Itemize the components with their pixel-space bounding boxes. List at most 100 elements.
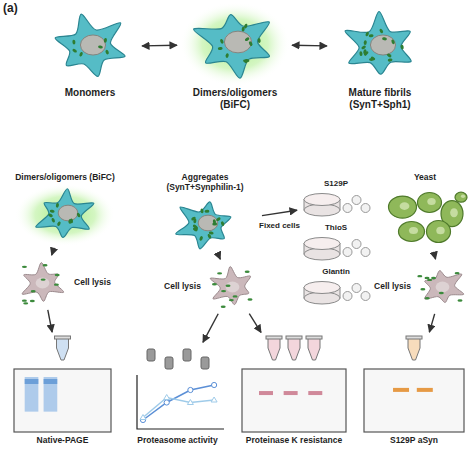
lysed-cell-body xyxy=(22,263,64,302)
node-label: ThioS xyxy=(300,223,372,232)
coverslip xyxy=(343,248,352,257)
yeast-cell xyxy=(418,192,442,212)
released-aggregate xyxy=(221,306,226,308)
band xyxy=(44,379,58,384)
process-arrow xyxy=(249,314,261,333)
lysed-cell-body xyxy=(425,271,464,303)
activity-plot-illustration xyxy=(125,345,230,435)
protein-inclusion xyxy=(242,59,248,64)
protein-inclusion xyxy=(225,53,229,58)
protein-inclusion xyxy=(363,40,367,45)
protein-inclusion xyxy=(359,51,363,56)
released-aggregate xyxy=(54,283,59,285)
band xyxy=(284,391,298,395)
coverslip xyxy=(343,204,352,213)
nucleus xyxy=(198,215,218,231)
lysed-cell-illustration xyxy=(415,262,470,312)
released-aggregate xyxy=(43,264,48,266)
stain-dish: Glantin xyxy=(300,266,372,307)
node-label: Monomers xyxy=(40,87,140,99)
nucleus xyxy=(370,35,395,55)
released-aggregate xyxy=(23,302,28,304)
plot-axes xyxy=(137,375,224,429)
gel xyxy=(242,369,346,432)
proteasome-icon xyxy=(147,349,155,361)
released-aggregate xyxy=(212,283,217,285)
lysed-cell-illustration xyxy=(15,258,70,308)
released-aggregate xyxy=(233,295,238,297)
lysed-cell: Cell lysis xyxy=(160,262,260,312)
protein-inclusion xyxy=(386,53,392,58)
released-aggregate xyxy=(455,272,460,274)
node-label: Dimers/oligomers (BiFC) xyxy=(180,87,290,110)
released-aggregate xyxy=(248,298,253,300)
process-arrow xyxy=(52,248,54,255)
cell-body xyxy=(345,11,411,74)
protein-inclusion xyxy=(98,45,103,49)
fibril-cell: Mature fibrils (SynT+Sph1) xyxy=(330,8,430,111)
yeast-cells: Yeast xyxy=(380,172,470,250)
petri-dish xyxy=(304,238,340,261)
coverslip xyxy=(361,248,370,257)
coverslip xyxy=(352,284,361,293)
node-label: Mature fibrils (SynT+Sph1) xyxy=(330,87,430,110)
proteasome-icon xyxy=(201,357,209,369)
protein-inclusion xyxy=(369,34,374,37)
protein-inclusion xyxy=(387,58,392,62)
process-arrow xyxy=(429,314,434,332)
smear-band xyxy=(44,377,58,412)
protein-inclusion xyxy=(220,220,225,226)
activity-plot: Proteasome activity xyxy=(125,345,230,447)
aggregate-cell: Aggregates (SynT+Synphilin-1) xyxy=(150,172,260,256)
data-point xyxy=(188,387,193,392)
protein-inclusion xyxy=(244,37,250,42)
released-aggregate xyxy=(439,292,444,294)
sample-tube xyxy=(288,338,300,360)
vacuole xyxy=(436,226,444,234)
sample-tube xyxy=(408,338,420,360)
band xyxy=(417,388,433,392)
cell-body xyxy=(176,201,231,248)
lysed-cell: Cell lysis xyxy=(370,262,470,312)
protein-inclusion xyxy=(68,219,72,224)
released-aggregate xyxy=(417,275,422,277)
node-label: Native-PAGE xyxy=(10,436,115,446)
process-arrow xyxy=(48,310,52,332)
protein-inclusion xyxy=(382,37,387,41)
protein-inclusion xyxy=(79,51,84,57)
arrow-label: Fixed cells xyxy=(258,221,301,230)
released-aggregate xyxy=(229,299,234,301)
process-arrow xyxy=(292,44,327,46)
protein-inclusion xyxy=(257,38,261,43)
node-label: Aggregates (SynT+Synphilin-1) xyxy=(150,173,260,193)
node-label: Yeast xyxy=(380,173,470,183)
protein-inclusion xyxy=(220,39,225,45)
coverslip xyxy=(361,204,370,213)
nucleus xyxy=(36,278,50,289)
released-aggregate xyxy=(458,299,463,301)
protein-inclusion xyxy=(50,209,55,213)
data-point xyxy=(140,415,146,420)
petri-dish xyxy=(304,282,340,305)
stain-dish-illustration xyxy=(300,233,372,263)
stain-dish: ThioS xyxy=(300,222,372,263)
yeast-cell xyxy=(455,192,467,202)
vacuole xyxy=(450,208,458,217)
process-arrow xyxy=(219,257,221,259)
node-label: S129P xyxy=(300,179,372,188)
stain-dish-illustration xyxy=(300,277,372,307)
band xyxy=(25,379,39,384)
protein-inclusion xyxy=(72,48,78,53)
protein-inclusion xyxy=(361,45,367,50)
released-aggregate xyxy=(22,266,27,268)
protein-inclusion xyxy=(391,39,396,45)
native-gel: Native-PAGE xyxy=(10,335,115,447)
fluorescence-glow xyxy=(180,2,290,86)
data-point xyxy=(187,400,193,405)
protein-inclusion xyxy=(363,51,369,56)
node-label: S129P aSyn xyxy=(360,436,468,446)
node-label: Cell lysis xyxy=(370,282,415,292)
proteasome-icon xyxy=(183,349,191,361)
released-aggregate xyxy=(425,297,430,299)
protein-inclusion xyxy=(103,38,107,43)
